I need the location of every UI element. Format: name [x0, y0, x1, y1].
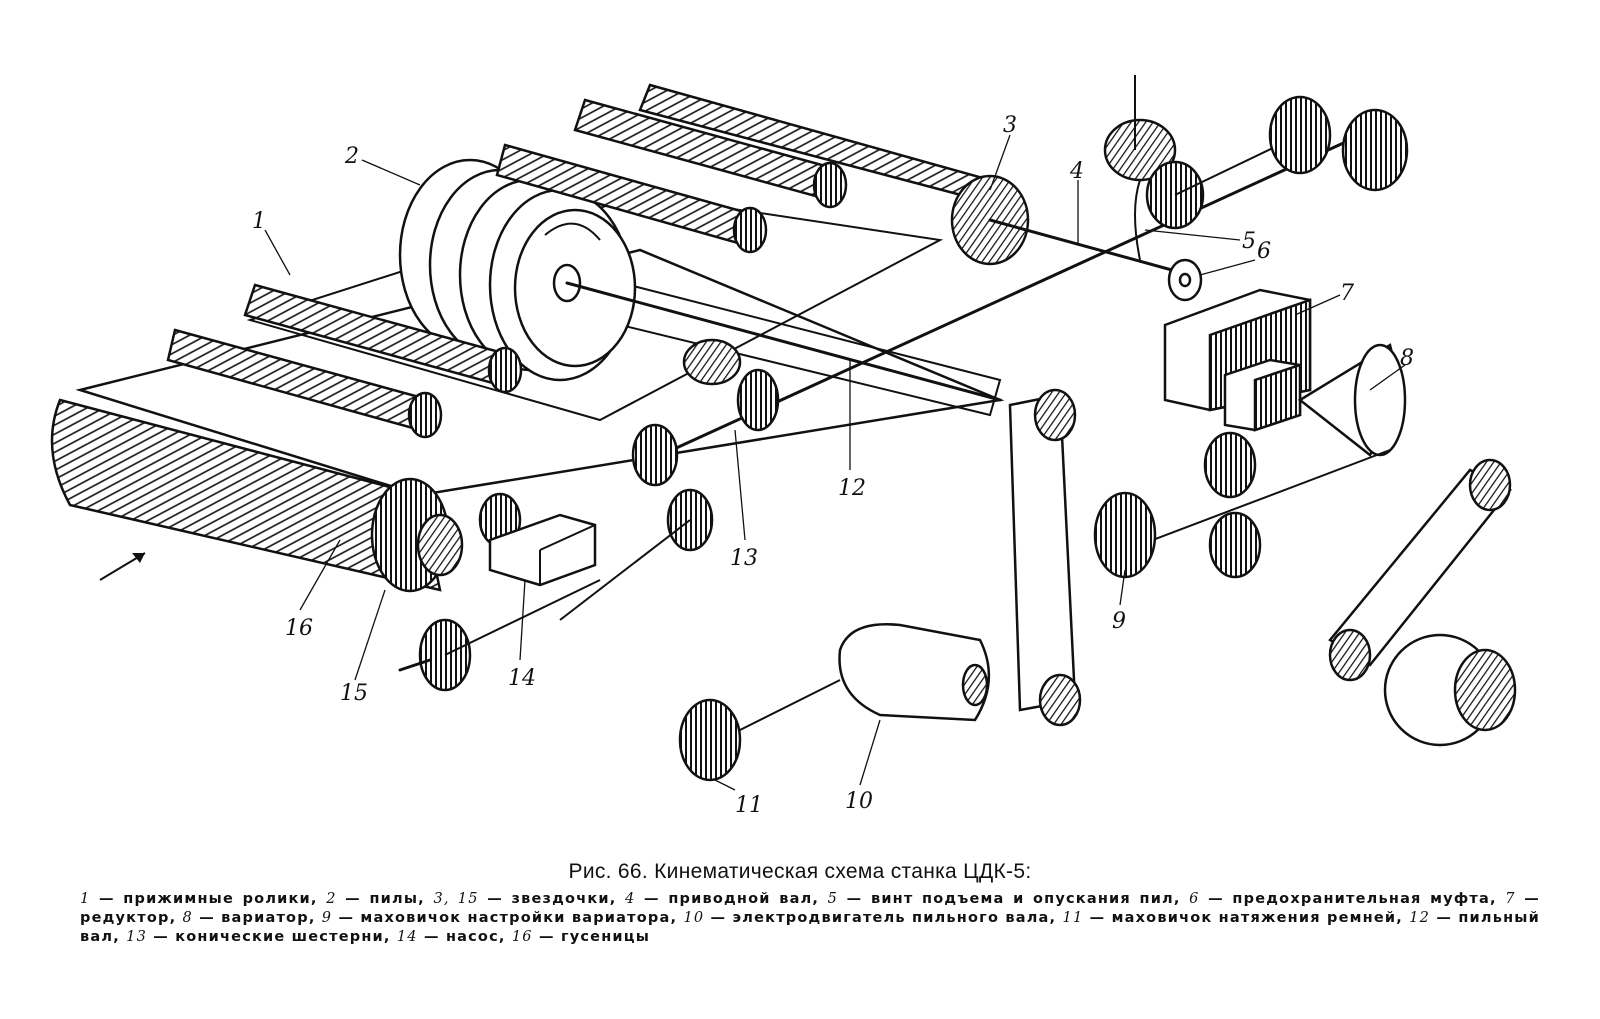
legend-item: 14 — насос,	[396, 929, 512, 945]
callouts: 1 2 3 4 5 6 7 8 9 10 11 12 13 14 15 16	[252, 113, 1414, 818]
legend-item: 7 — редуктор,	[80, 891, 1540, 926]
reducer	[1163, 288, 1312, 432]
variator-handwheel-group	[1093, 431, 1391, 579]
callout-15: 15	[340, 681, 368, 706]
figure-legend: 1 — прижимные ролики, 2 — пилы, 3, 15 — …	[80, 890, 1540, 947]
lower-left-gears	[478, 338, 780, 621]
callout-1: 1	[252, 209, 266, 234]
upper-gear-train	[648, 75, 1409, 462]
figure-caption: Рис. 66. Кинематическая схема станка ЦДК…	[0, 860, 1600, 947]
legend-item: 16 — гусеницы	[511, 929, 651, 945]
callout-3: 3	[1003, 113, 1017, 138]
feed-direction-arrow	[99, 552, 146, 581]
callout-13: 13	[730, 546, 758, 571]
saw-blades	[398, 158, 1002, 402]
legend-item: 13 — конические шестерни,	[126, 929, 397, 945]
legend-item: 11 — маховичок натяжения ремней,	[1062, 910, 1410, 926]
callout-2: 2	[344, 144, 359, 169]
callout-12: 12	[838, 476, 866, 501]
legend-item: 12 — пильный вал,	[80, 910, 1540, 945]
callout-14: 14	[508, 666, 536, 691]
callout-16: 16	[285, 616, 313, 641]
kinematic-diagram: 1 2 3 4 5 6 7 8 9 10 11 12 13 14 15 16	[50, 75, 1517, 818]
figure-title: Рис. 66. Кинематическая схема станка ЦДК…	[568, 860, 1032, 883]
callout-10: 10	[845, 789, 873, 814]
legend-item: 9 — маховичок настройки вариатора,	[321, 910, 684, 926]
pump	[488, 513, 597, 587]
safety-clutch	[1167, 258, 1203, 302]
legend-item: 3, 15 — звездочки,	[433, 891, 626, 907]
legend-item: 10 — электродвигатель пильного вала,	[683, 910, 1063, 926]
callout-11: 11	[735, 793, 763, 818]
legend-item: 8 — вариатор,	[182, 910, 322, 926]
callout-6: 6	[1257, 239, 1271, 264]
legend-item: 2 — пилы,	[326, 891, 434, 907]
right-belt-drive	[1328, 458, 1517, 747]
callout-9: 9	[1112, 609, 1126, 634]
legend-item: 1 — прижимные ролики,	[80, 891, 327, 907]
legend-item: 5 — винт подъема и опускания пил,	[827, 891, 1190, 907]
legend-item: 4 — приводной вал,	[625, 891, 828, 907]
saw-motor-belt	[678, 388, 1082, 782]
legend-item: 6 — предохранительная муфта,	[1189, 891, 1506, 907]
leader-lines	[264, 134, 1406, 791]
pressure-rollers	[166, 83, 992, 439]
callout-5: 5	[1242, 229, 1256, 254]
sprocket-3	[950, 174, 1192, 277]
handwheels	[398, 579, 601, 692]
callout-8: 8	[1400, 346, 1414, 371]
callout-7: 7	[1340, 281, 1354, 306]
variator	[1297, 343, 1407, 457]
callout-4: 4	[1069, 159, 1084, 184]
